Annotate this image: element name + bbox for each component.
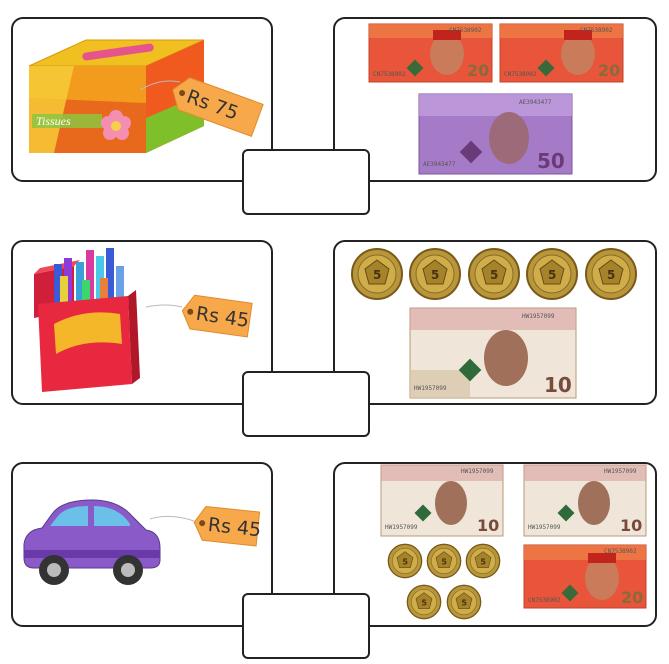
coin-value: 5	[441, 557, 447, 566]
rs50-note: AE3943477 AE3943477 50	[418, 93, 573, 175]
rs20-note: CN7538902 CN7538902 20	[499, 23, 624, 83]
rs5-coin: 5	[387, 543, 423, 579]
note-serial: AE3943477	[519, 99, 552, 106]
note-serial: HW1957099	[522, 313, 555, 320]
note-value: 10	[620, 516, 642, 535]
rs5-coin: 5	[465, 543, 501, 579]
coin-value: 5	[607, 268, 615, 282]
rs5-coin: 5	[446, 584, 482, 620]
note-serial: AE3943477	[423, 161, 456, 168]
note-value: 50	[537, 149, 565, 173]
coin-value: 5	[480, 557, 486, 566]
rs5-coin: 5	[351, 248, 403, 300]
price-tag-3: Rs 45	[149, 505, 262, 547]
rs5-coin: 5	[426, 543, 462, 579]
rs10-note: HW1957099 HW1957099 10	[409, 307, 577, 399]
tissue-box-label: Tissues	[36, 114, 71, 128]
coin-value: 5	[421, 598, 427, 607]
crayon-box-image	[34, 248, 140, 392]
note-serial: CN7538902	[449, 27, 482, 34]
note-serial: HW1957099	[604, 468, 637, 475]
tissue-box-image: Tissues	[28, 39, 205, 153]
coin-value: 5	[431, 268, 439, 282]
note-serial: HW1957099	[461, 468, 494, 475]
rs20-note: CN7538902 CN7538902 20	[523, 544, 647, 609]
answer-box-2[interactable]	[242, 371, 370, 437]
price-tag-2: Rs 45	[145, 294, 253, 338]
note-serial: HW1957099	[385, 524, 418, 531]
coin-value: 5	[373, 268, 381, 282]
answer-box-3[interactable]	[242, 593, 370, 659]
rs5-coin: 5	[406, 584, 442, 620]
note-serial: CN7538902	[528, 597, 561, 604]
answer-box-1[interactable]	[242, 149, 370, 215]
rs5-coin: 5	[409, 248, 461, 300]
note-value: 20	[467, 61, 489, 80]
coin-value: 5	[548, 268, 556, 282]
note-serial: HW1957099	[414, 385, 447, 392]
note-serial: CN7538902	[504, 71, 537, 78]
note-value: 10	[544, 373, 572, 397]
note-value: 20	[598, 61, 620, 80]
note-serial: CN7538902	[580, 27, 613, 34]
rs5-coin: 5	[526, 248, 578, 300]
coin-value: 5	[402, 557, 408, 566]
rs20-note: CN7538902 CN7538902 20	[368, 23, 493, 83]
toy-car-image	[23, 499, 161, 585]
rs5-coin: 5	[468, 248, 520, 300]
note-value: 10	[477, 516, 499, 535]
note-serial: CN7538902	[604, 548, 637, 555]
note-value: 20	[621, 588, 643, 607]
rs10-note: HW1957099 HW1957099 10	[523, 464, 647, 537]
rs10-note: HW1957099 HW1957099 10	[380, 464, 504, 537]
note-serial: HW1957099	[528, 524, 561, 531]
price-tag-1: Rs 75	[139, 77, 264, 138]
rs5-coin: 5	[585, 248, 637, 300]
coin-value: 5	[461, 598, 467, 607]
coin-value: 5	[490, 268, 498, 282]
note-serial: CN7538902	[373, 71, 406, 78]
